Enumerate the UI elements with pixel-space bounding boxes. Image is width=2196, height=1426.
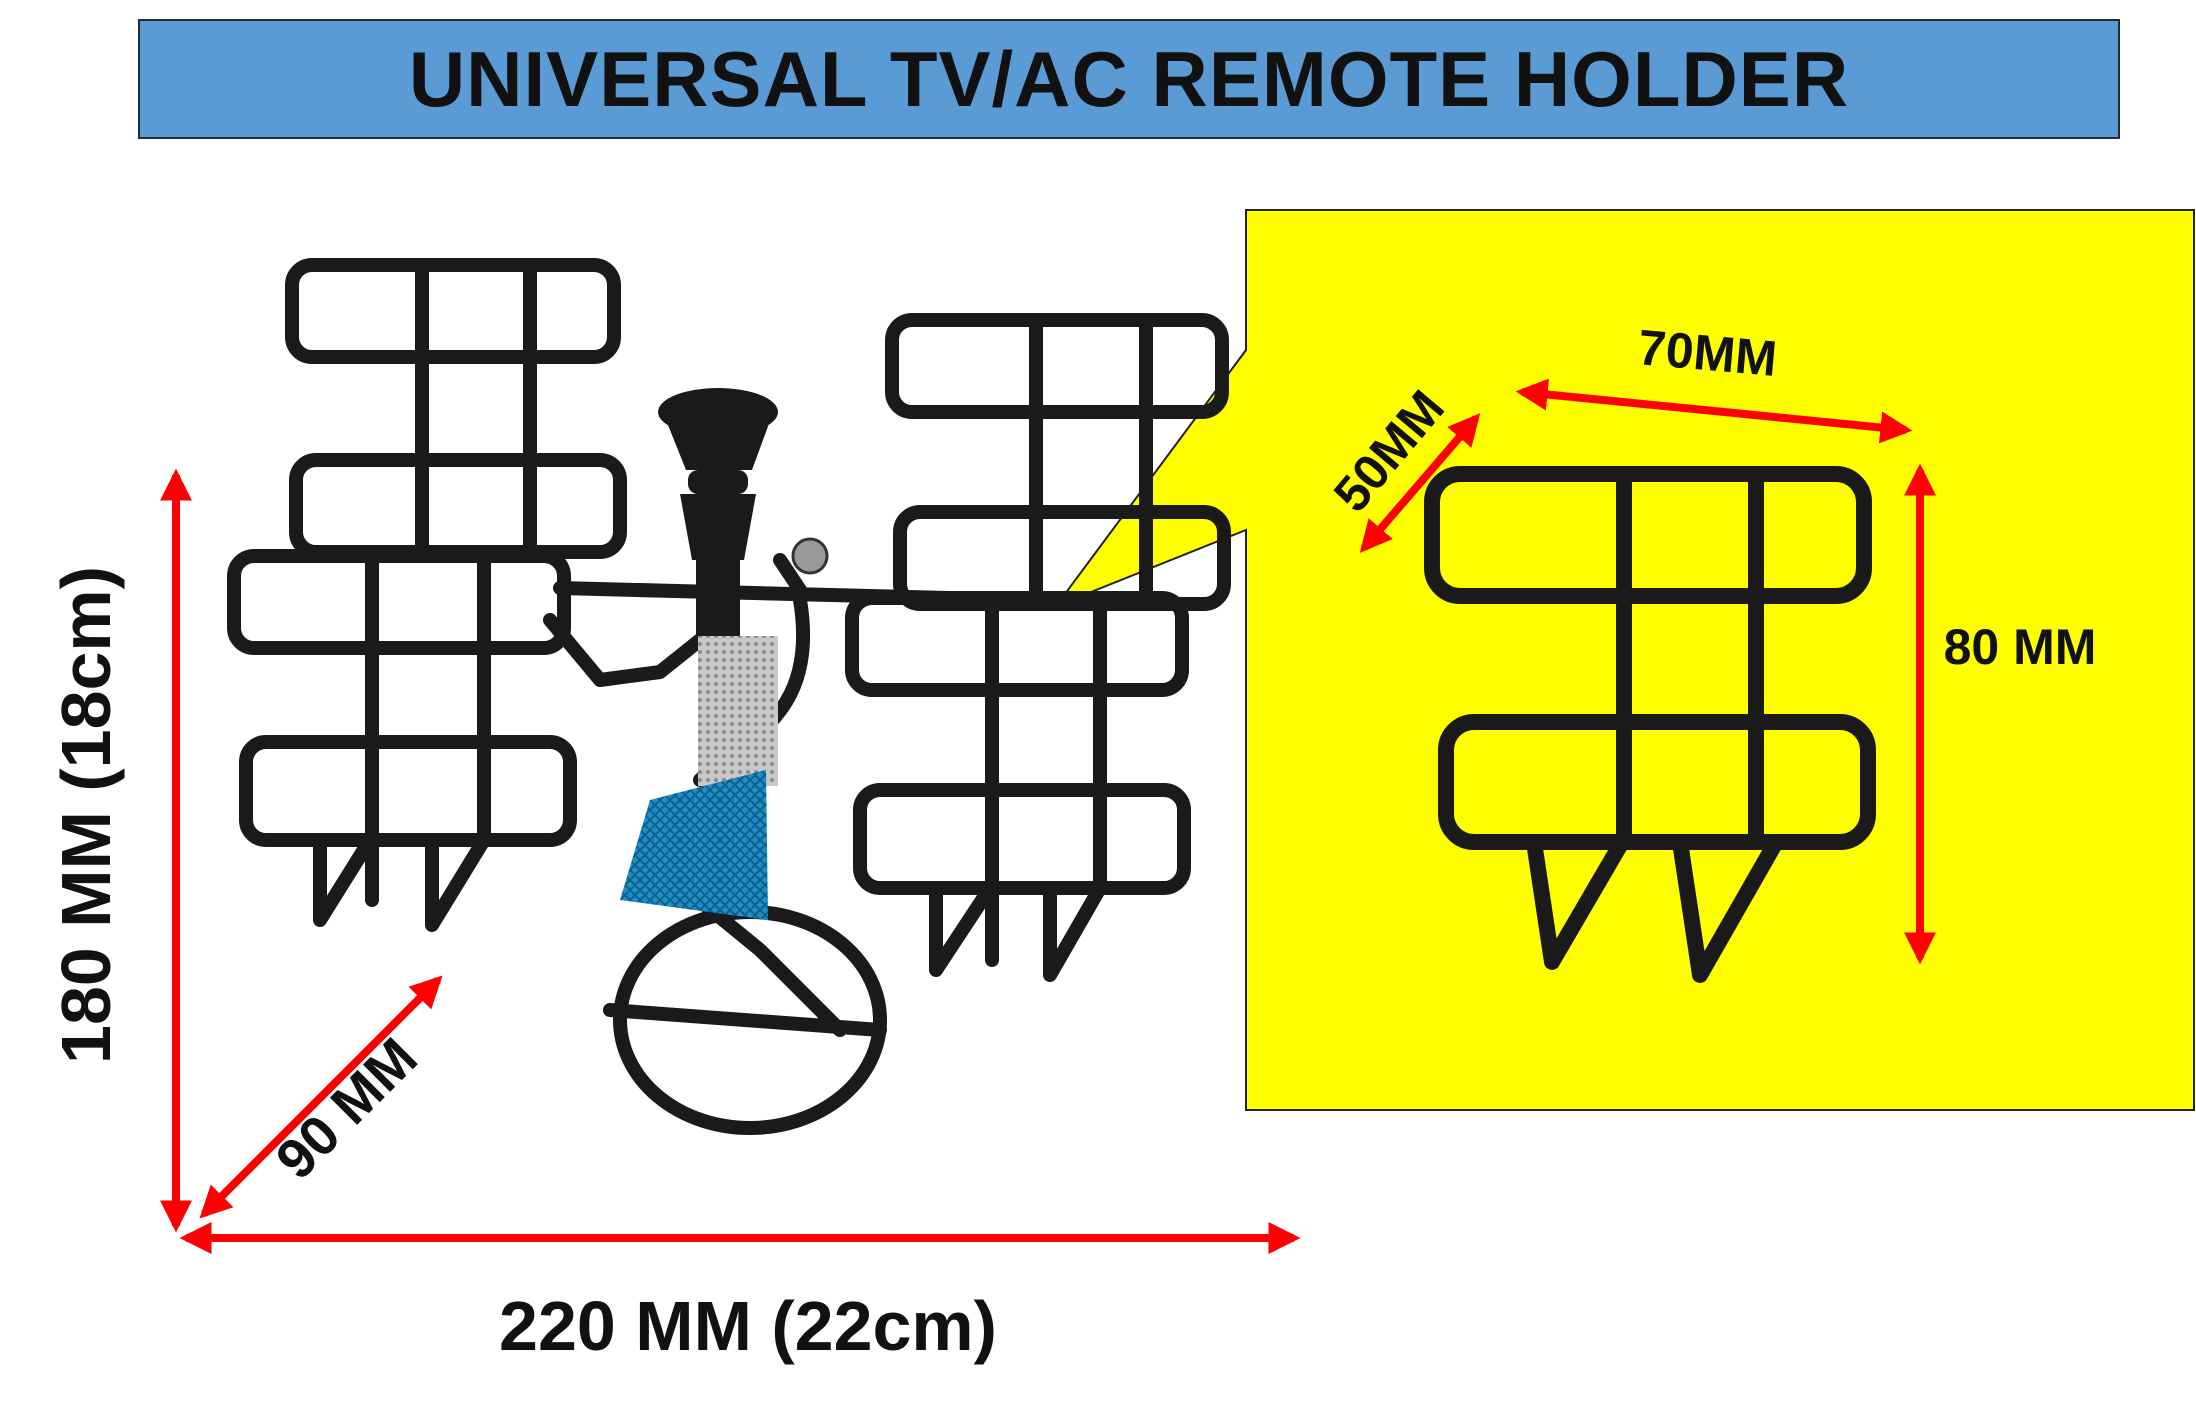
slot-height-label: 80 MM [1944,619,2097,675]
holder-right-back [885,313,1231,611]
page-title: UNIVERSAL TV/AC REMOTE HOLDER [408,34,1850,123]
depth-label: 90 MM [263,1025,429,1191]
height-label: 180 MM (18cm) [47,566,125,1064]
slot-width-arrow [1515,378,1913,444]
holder-left-back [285,258,627,559]
dimension-arrows [160,378,1936,1254]
slot-depth-arrow [1359,413,1481,553]
depth-arrow [199,975,443,1219]
figure-torso [698,636,778,786]
slot-width-label: 70MM [1636,319,1779,387]
width-label: 220 MM (22cm) [499,1287,997,1365]
holder-left-front [227,549,577,932]
figure-skirt [620,770,768,920]
support-bar [553,581,1187,611]
remote-holder-illustration [227,258,1231,1135]
figure-ball [791,537,829,575]
holder-right-front [845,591,1191,982]
title-banner: UNIVERSAL TV/AC REMOTE HOLDER [138,19,2120,139]
figure-details [620,388,829,920]
